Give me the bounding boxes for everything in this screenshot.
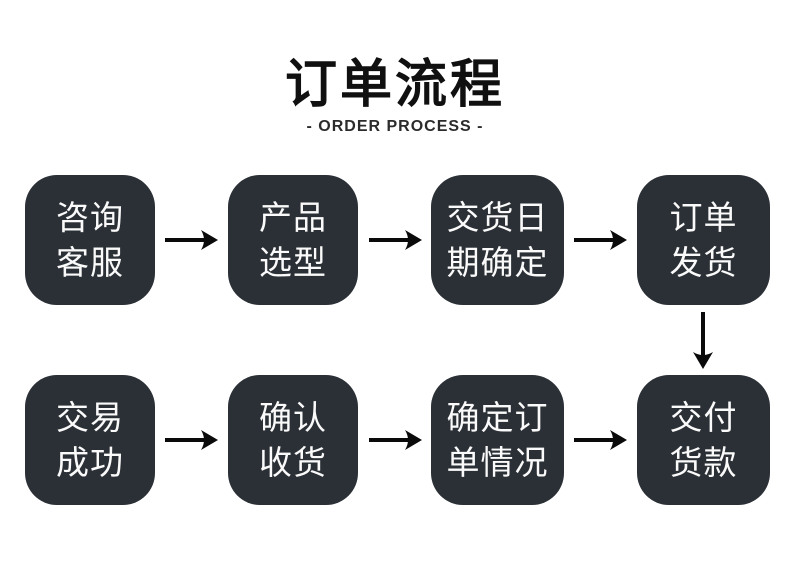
step-label-line: 货款 — [669, 444, 738, 481]
step-label-line: 交易 — [56, 399, 124, 436]
step-delivery-date-confirmation: 交货日 期确定 — [431, 175, 564, 305]
step-label-line: 交货日 — [446, 199, 549, 236]
step-transaction-success: 交易 成功 — [25, 375, 155, 505]
step-label-line: 确认 — [259, 399, 327, 436]
step-label-line: 产品 — [259, 199, 327, 236]
step-label-line: 选型 — [259, 244, 327, 281]
step-label-line: 收货 — [259, 444, 327, 481]
page-subtitle: - ORDER PROCESS - — [306, 118, 484, 135]
step-label-line: 成功 — [56, 444, 124, 481]
step-label-line: 订单 — [669, 199, 738, 236]
arrow-right-icon — [368, 428, 422, 452]
step-order-shipment: 订单 发货 — [637, 175, 770, 305]
step-label-line: 单情况 — [446, 444, 549, 481]
step-label-line: 客服 — [56, 244, 124, 281]
arrow-right-icon — [573, 228, 627, 252]
arrow-right-icon — [164, 428, 218, 452]
step-label-line: 咨询 — [56, 199, 124, 236]
step-consult-customer-service: 咨询 客服 — [25, 175, 155, 305]
arrow-right-icon — [164, 228, 218, 252]
page-title: 订单流程 — [284, 56, 505, 114]
step-label-line: 确定订 — [446, 399, 549, 436]
arrow-right-icon — [368, 228, 422, 252]
arrow-down-icon — [691, 311, 715, 369]
arrow-right-icon — [573, 428, 627, 452]
step-label-line: 发货 — [669, 244, 738, 281]
step-confirm-order-status: 确定订 单情况 — [431, 375, 564, 505]
step-label-line: 期确定 — [446, 244, 549, 281]
step-product-selection: 产品 选型 — [228, 175, 358, 305]
step-confirm-receipt: 确认 收货 — [228, 375, 358, 505]
step-payment-of-goods: 交付 货款 — [637, 375, 770, 505]
step-label-line: 交付 — [669, 399, 738, 436]
